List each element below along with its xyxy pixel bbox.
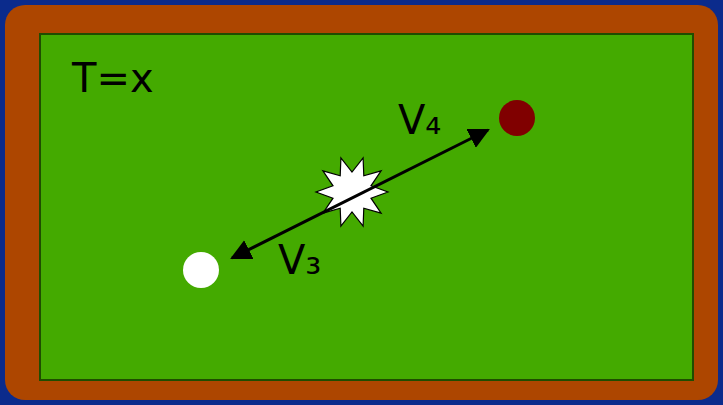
velocity-label: V₄ — [398, 100, 441, 140]
velocity-arrow — [232, 130, 488, 258]
time-label: T=x — [72, 58, 154, 98]
cue-ball — [183, 252, 219, 288]
collision-burst — [316, 158, 388, 226]
table-rail — [5, 5, 718, 400]
table-felt — [40, 34, 693, 380]
velocity-label: V₃ — [278, 240, 321, 280]
red-ball — [499, 100, 535, 136]
